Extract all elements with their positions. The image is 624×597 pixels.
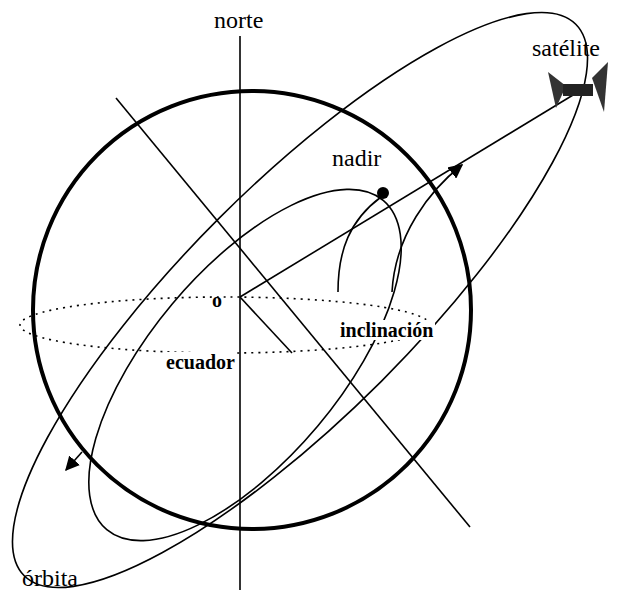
nadir-label: nadir [330, 146, 383, 170]
north-label: norte [214, 8, 263, 32]
inclination-arc [338, 197, 381, 292]
orbit-direction-arrow [66, 452, 82, 470]
equator-radius [240, 297, 292, 353]
origin-label: o [212, 290, 222, 310]
nadir-point [377, 187, 389, 199]
inclination-label: inclinación [338, 320, 435, 340]
earth-circle [33, 91, 471, 529]
satellite-radius [240, 92, 578, 297]
equator-label: ecuador [164, 352, 237, 372]
inclination-arc [392, 165, 462, 292]
satellite-label: satélite [532, 36, 600, 60]
satellite-icon [548, 62, 608, 112]
polar-axis [239, 36, 241, 590]
ground-track [34, 139, 456, 591]
orbit-label: órbita [22, 566, 78, 590]
